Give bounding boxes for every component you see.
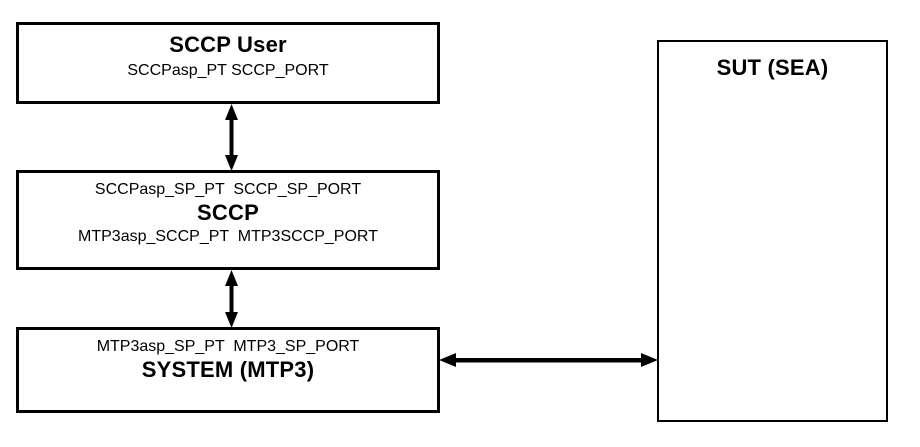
box-sccp-user-ports: SCCPasp_PT SCCP_PORT (127, 61, 329, 79)
box-sccp[interactable]: SCCPasp_SP_PT SCCP_SP_PORT SCCP MTP3asp_… (16, 170, 440, 270)
connector-system-sut (439, 352, 658, 368)
box-sut-sea[interactable]: SUT (SEA) (657, 40, 888, 422)
box-system-mtp3[interactable]: MTP3asp_SP_PT MTP3_SP_PORT SYSTEM (MTP3) (16, 327, 440, 413)
box-sccp-title: SCCP (197, 200, 259, 226)
box-sccp-user[interactable]: SCCP User SCCPasp_PT SCCP_PORT (16, 22, 440, 104)
box-sccp-upper-ports: SCCPasp_SP_PT SCCP_SP_PORT (94, 181, 362, 198)
box-sccp-user-title: SCCP User (169, 32, 287, 57)
box-system-mtp3-title: SYSTEM (MTP3) (141, 357, 315, 383)
connector-sccp-system (224, 270, 239, 328)
box-sccp-lower-ports: MTP3asp_SCCP_PT MTP3SCCP_PORT (78, 228, 378, 246)
box-system-mtp3-ports: MTP3asp_SP_PT MTP3_SP_PORT (96, 338, 360, 355)
connector-user-sccp (224, 104, 239, 171)
box-sut-sea-title: SUT (SEA) (716, 55, 829, 80)
